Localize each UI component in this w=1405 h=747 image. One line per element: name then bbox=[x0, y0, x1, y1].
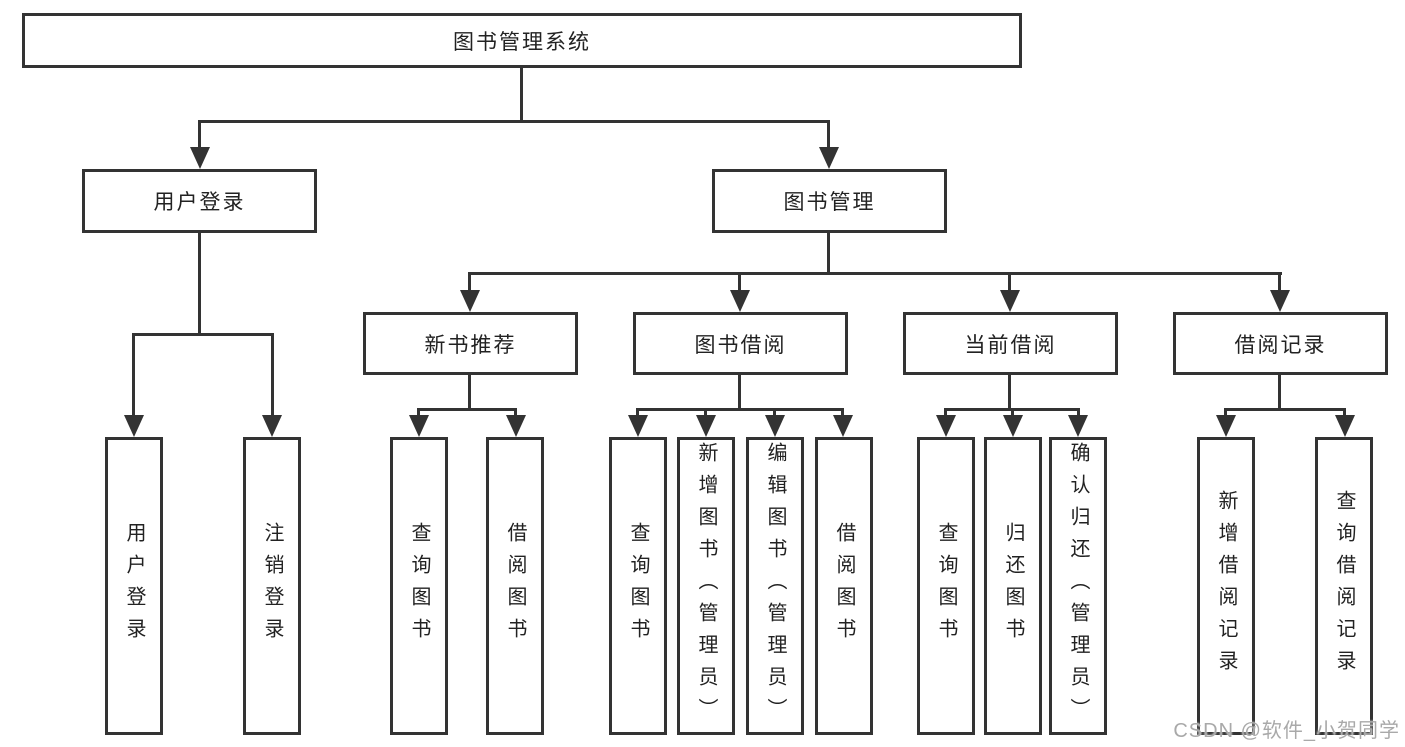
node-book-management: 图书管理 bbox=[712, 169, 947, 233]
arrowhead-leaf bbox=[124, 415, 144, 437]
arrowhead-leaf bbox=[1216, 415, 1236, 437]
connector-group-rail bbox=[417, 408, 517, 411]
csdn-watermark: CSDN @软件_小贺同学 bbox=[1173, 720, 1400, 742]
leaf-user-login-label: 用户登录 bbox=[123, 522, 145, 650]
leaf-borrow-books-2: 借阅图书 bbox=[815, 437, 873, 735]
node-root-label: 图书管理系统 bbox=[453, 30, 591, 54]
node-current-borrow-label: 当前借阅 bbox=[964, 333, 1057, 357]
leaf-return-books-label: 归还图书 bbox=[1002, 522, 1024, 650]
arrowhead-leaf bbox=[1003, 415, 1023, 437]
connector-leaf-drop bbox=[1011, 408, 1014, 416]
connector-leaf-drop bbox=[636, 408, 639, 416]
arrowhead-current-borrow bbox=[1000, 290, 1020, 312]
node-user-login-branch: 用户登录 bbox=[82, 169, 317, 233]
node-current-borrow: 当前借阅 bbox=[903, 312, 1118, 375]
connector-leaf-drop bbox=[944, 408, 947, 416]
leaf-add-borrow-record: 新增借阅记录 bbox=[1197, 437, 1255, 735]
connector-book-mgmt-stem bbox=[827, 233, 830, 275]
connector-user-login-rail bbox=[132, 333, 274, 336]
connector-level3-drop bbox=[1278, 272, 1281, 291]
leaf-query-books-3-label: 查询图书 bbox=[935, 522, 957, 650]
arrowhead-leaf bbox=[833, 415, 853, 437]
connector-leaf-drop bbox=[271, 333, 274, 416]
leaf-edit-books-admin-label: 编辑图书（管理员） bbox=[764, 442, 786, 730]
connector-leaf-drop bbox=[1343, 408, 1346, 416]
connector-leaf-drop bbox=[704, 408, 707, 416]
arrowhead-borrow-records bbox=[1270, 290, 1290, 312]
leaf-borrow-books-2-label: 借阅图书 bbox=[833, 522, 855, 650]
leaf-add-borrow-record-label: 新增借阅记录 bbox=[1215, 490, 1237, 682]
arrowhead-leaf bbox=[262, 415, 282, 437]
connector-leaf-drop bbox=[773, 408, 776, 416]
connector-group-rail bbox=[1224, 408, 1346, 411]
connector-leaf-drop bbox=[514, 408, 517, 416]
arrowhead-leaf bbox=[506, 415, 526, 437]
leaf-borrow-books-1: 借阅图书 bbox=[486, 437, 544, 735]
node-book-management-label: 图书管理 bbox=[783, 191, 876, 214]
arrowhead-book-borrow bbox=[730, 290, 750, 312]
connector-user-login-stem bbox=[198, 233, 201, 336]
connector-level3-drop bbox=[1008, 272, 1011, 291]
connector-leaf-drop bbox=[1077, 408, 1080, 416]
leaf-query-borrow-record: 查询借阅记录 bbox=[1315, 437, 1373, 735]
connector-root-stem bbox=[520, 68, 523, 123]
connector-leaf-drop bbox=[132, 333, 135, 416]
arrowhead-new-book-recommend bbox=[460, 290, 480, 312]
leaf-query-books-3: 查询图书 bbox=[917, 437, 975, 735]
leaf-query-borrow-record-label: 查询借阅记录 bbox=[1333, 490, 1355, 682]
connector-book-mgmt-drop bbox=[827, 120, 830, 148]
arrowhead-leaf bbox=[409, 415, 429, 437]
connector-level3-drop bbox=[738, 272, 741, 291]
connector-group-stem bbox=[738, 375, 741, 411]
leaf-query-books-1: 查询图书 bbox=[390, 437, 448, 735]
arrowhead-leaf bbox=[1335, 415, 1355, 437]
arrowhead-leaf bbox=[1068, 415, 1088, 437]
leaf-logout: 注销登录 bbox=[243, 437, 301, 735]
node-new-book-recommend: 新书推荐 bbox=[363, 312, 578, 375]
node-borrow-records-label: 借阅记录 bbox=[1234, 333, 1327, 357]
leaf-edit-books-admin: 编辑图书（管理员） bbox=[746, 437, 804, 735]
leaf-query-books-1-label: 查询图书 bbox=[408, 522, 430, 650]
leaf-confirm-return-admin: 确认归还（管理员） bbox=[1049, 437, 1107, 735]
connector-level3-drop bbox=[468, 272, 471, 291]
connector-leaf-drop bbox=[1224, 408, 1227, 416]
arrowhead-book-mgmt bbox=[819, 147, 839, 169]
node-new-book-recommend-label: 新书推荐 bbox=[424, 333, 517, 357]
connector-leaf-drop bbox=[417, 408, 420, 416]
connector-group-rail bbox=[636, 408, 844, 411]
connector-user-login-drop bbox=[198, 120, 201, 148]
node-book-borrow-label: 图书借阅 bbox=[694, 333, 787, 357]
connector-group-stem bbox=[1008, 375, 1011, 411]
arrowhead-leaf bbox=[696, 415, 716, 437]
leaf-query-books-2: 查询图书 bbox=[609, 437, 667, 735]
leaf-confirm-return-admin-label: 确认归还（管理员） bbox=[1067, 442, 1089, 730]
leaf-add-books-admin: 新增图书（管理员） bbox=[677, 437, 735, 735]
connector-level3-rail bbox=[468, 272, 1282, 275]
arrowhead-leaf bbox=[936, 415, 956, 437]
leaf-borrow-books-1-label: 借阅图书 bbox=[504, 522, 526, 650]
leaf-query-books-2-label: 查询图书 bbox=[627, 522, 649, 650]
arrowhead-user-login bbox=[190, 147, 210, 169]
arrowhead-leaf bbox=[765, 415, 785, 437]
node-root: 图书管理系统 bbox=[22, 13, 1022, 68]
connector-leaf-drop bbox=[841, 408, 844, 416]
connector-group-stem bbox=[1278, 375, 1281, 411]
leaf-user-login: 用户登录 bbox=[105, 437, 163, 735]
leaf-logout-label: 注销登录 bbox=[261, 522, 283, 650]
node-book-borrow: 图书借阅 bbox=[633, 312, 848, 375]
arrowhead-leaf bbox=[628, 415, 648, 437]
connector-group-stem bbox=[468, 375, 471, 411]
connector-level2-rail bbox=[198, 120, 830, 123]
node-user-login-branch-label: 用户登录 bbox=[153, 191, 246, 214]
leaf-return-books: 归还图书 bbox=[984, 437, 1042, 735]
node-borrow-records: 借阅记录 bbox=[1173, 312, 1388, 375]
leaf-add-books-admin-label: 新增图书（管理员） bbox=[695, 442, 717, 730]
